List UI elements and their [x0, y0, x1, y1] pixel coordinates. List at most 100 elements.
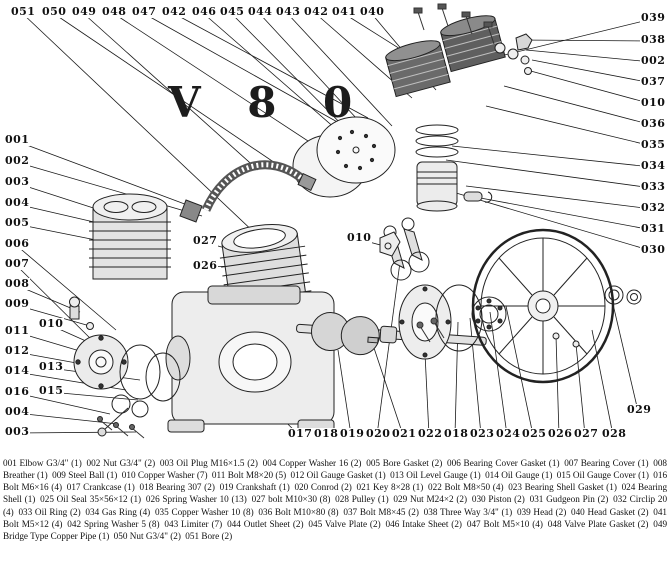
part-entry: 048 Valve Plate Gasket (2) — [547, 518, 649, 529]
callout-025: 025 — [521, 427, 548, 440]
callout-013: 013 — [38, 360, 65, 373]
part-entry: 002 Nut G3/4" (2) — [86, 458, 156, 468]
callout-041: 041 — [331, 5, 358, 18]
part-entry: 017 Crankcase (1) — [66, 482, 135, 493]
callout-035: 035 — [640, 138, 667, 151]
callout-023: 023 — [469, 427, 496, 440]
part-entry: 046 Intake Sheet (2) — [385, 518, 462, 529]
breather — [69, 296, 94, 330]
callout-002: 002 — [4, 154, 31, 167]
bridge-copper-pipe — [201, 160, 317, 212]
callout-029: 029 — [626, 403, 653, 416]
callout-003: 003 — [4, 425, 31, 438]
callout-009: 009 — [4, 297, 31, 310]
part-entry: 038 Three Way 3/4" (1) — [423, 506, 513, 517]
callout-018: 018 — [443, 427, 470, 440]
part-entry: 020 Conrod (2) — [294, 482, 352, 493]
callout-010: 010 — [346, 231, 373, 244]
part-entry: 040 Head Gasket (2) — [570, 506, 649, 517]
cylinder-block-left — [89, 193, 171, 280]
part-entry: 015 Oil Gauge Cover (1) — [556, 470, 649, 481]
part-entry: 030 Piston (2) — [471, 494, 525, 505]
part-entry: 037 Bolt M8×45 (2) — [343, 506, 419, 517]
part-entry: 025 Oil Seal 35×56×12 (1) — [40, 494, 142, 505]
cylinder-head-right — [440, 15, 506, 73]
callout-047: 047 — [131, 5, 158, 18]
part-entry: 034 Gas Ring (4) — [85, 506, 151, 517]
callout-024: 024 — [495, 427, 522, 440]
crankcase-body — [165, 285, 335, 433]
part-entry: 044 Outlet Sheet (2) — [227, 518, 304, 529]
part-entry: 050 Nut G3/4" (2) — [113, 530, 181, 541]
callout-017: 017 — [287, 427, 314, 440]
callout-006: 006 — [4, 237, 31, 250]
callout-027: 027 — [192, 234, 219, 247]
three-way-fitting — [494, 33, 533, 75]
head-bolts — [413, 3, 495, 45]
callout-022: 022 — [417, 427, 444, 440]
flywheel-pulley — [471, 228, 615, 384]
part-entry: 039 Head (2) — [516, 506, 567, 517]
part-entry: 008 Breather (1) — [3, 458, 668, 481]
part-entry: 001 Elbow G3/4" (1) — [3, 458, 82, 468]
part-entry: 027 bolt M10×30 (8) — [251, 494, 331, 505]
callout-019: 019 — [339, 427, 366, 440]
callout-010: 010 — [38, 317, 65, 330]
part-entry: 022 Bolt M8×50 (4) — [428, 482, 504, 493]
part-entry: 021 Key 8×28 (1) — [356, 482, 424, 493]
part-entry: 024 Bearing Shell (1) — [3, 482, 668, 505]
clamp-bracket — [379, 231, 401, 257]
callout-030: 030 — [640, 243, 667, 256]
part-entry: 032 Circlip 20 (4) — [3, 494, 668, 517]
part-entry: 003 Oil Plug M16×1.5 (2) — [159, 458, 258, 468]
callout-020: 020 — [365, 427, 392, 440]
callout-028: 028 — [601, 427, 628, 440]
part-entry: 006 Bearing Cover Gasket (1) — [447, 458, 560, 468]
part-entry: 036 Bolt M10×80 (8) — [258, 506, 339, 517]
part-entry: 045 Valve Plate (2) — [308, 518, 381, 529]
part-entry: 014 Oil Gauge (1) — [485, 470, 553, 481]
callout-011: 011 — [4, 324, 31, 337]
callout-001: 001 — [4, 133, 31, 146]
part-entry: 049 Bridge Type Copper Pipe (1) — [3, 518, 668, 541]
case-bolts — [416, 317, 445, 343]
callout-038: 038 — [640, 33, 667, 46]
callout-046: 046 — [191, 5, 218, 18]
callout-005: 005 — [4, 216, 31, 229]
part-entry: 047 Bolt M5×10 (4) — [466, 518, 543, 529]
callout-042: 042 — [161, 5, 188, 18]
part-entry: 042 Spring Washer 5 (8) — [67, 518, 160, 529]
part-entry: 028 Pulley (1) — [335, 494, 389, 505]
callout-016: 016 — [4, 385, 31, 398]
part-entry: 007 Bearing Cover (1) — [564, 458, 649, 468]
callout-027: 027 — [573, 427, 600, 440]
callout-044: 044 — [247, 5, 274, 18]
callout-042: 042 — [303, 5, 330, 18]
callout-043: 043 — [275, 5, 302, 18]
bearing-cover-left — [73, 334, 181, 402]
bearing-cover-plate — [398, 284, 507, 360]
callout-007: 007 — [4, 257, 31, 270]
part-entry: 018 Bearing 307 (2) — [139, 482, 215, 493]
callout-036: 036 — [640, 117, 667, 130]
part-entry: 029 Nut M24×2 (2) — [393, 494, 468, 505]
callout-004: 004 — [4, 196, 31, 209]
cylinder-head-left — [385, 40, 451, 98]
model-title: V 8 0 — [168, 78, 369, 127]
callout-002: 002 — [640, 54, 667, 67]
callout-018: 018 — [313, 427, 340, 440]
callout-037: 037 — [640, 75, 667, 88]
part-entry: 035 Copper Washer 10 (8) — [154, 506, 254, 517]
callout-010: 010 — [640, 96, 667, 109]
part-entry: 043 Limiter (7) — [164, 518, 223, 529]
part-entry: 011 Bolt M8×20 (5) — [211, 470, 287, 481]
part-entry: 016 Bolt M6×16 (4) — [3, 470, 668, 493]
callout-049: 049 — [71, 5, 98, 18]
part-entry: 019 Crankshaft (1) — [219, 482, 290, 493]
callout-050: 050 — [41, 5, 68, 18]
callout-015: 015 — [38, 384, 65, 397]
callout-045: 045 — [219, 5, 246, 18]
callout-003: 003 — [4, 175, 31, 188]
callout-012: 012 — [4, 344, 31, 357]
part-entry: 051 Bore (2) — [185, 530, 233, 541]
